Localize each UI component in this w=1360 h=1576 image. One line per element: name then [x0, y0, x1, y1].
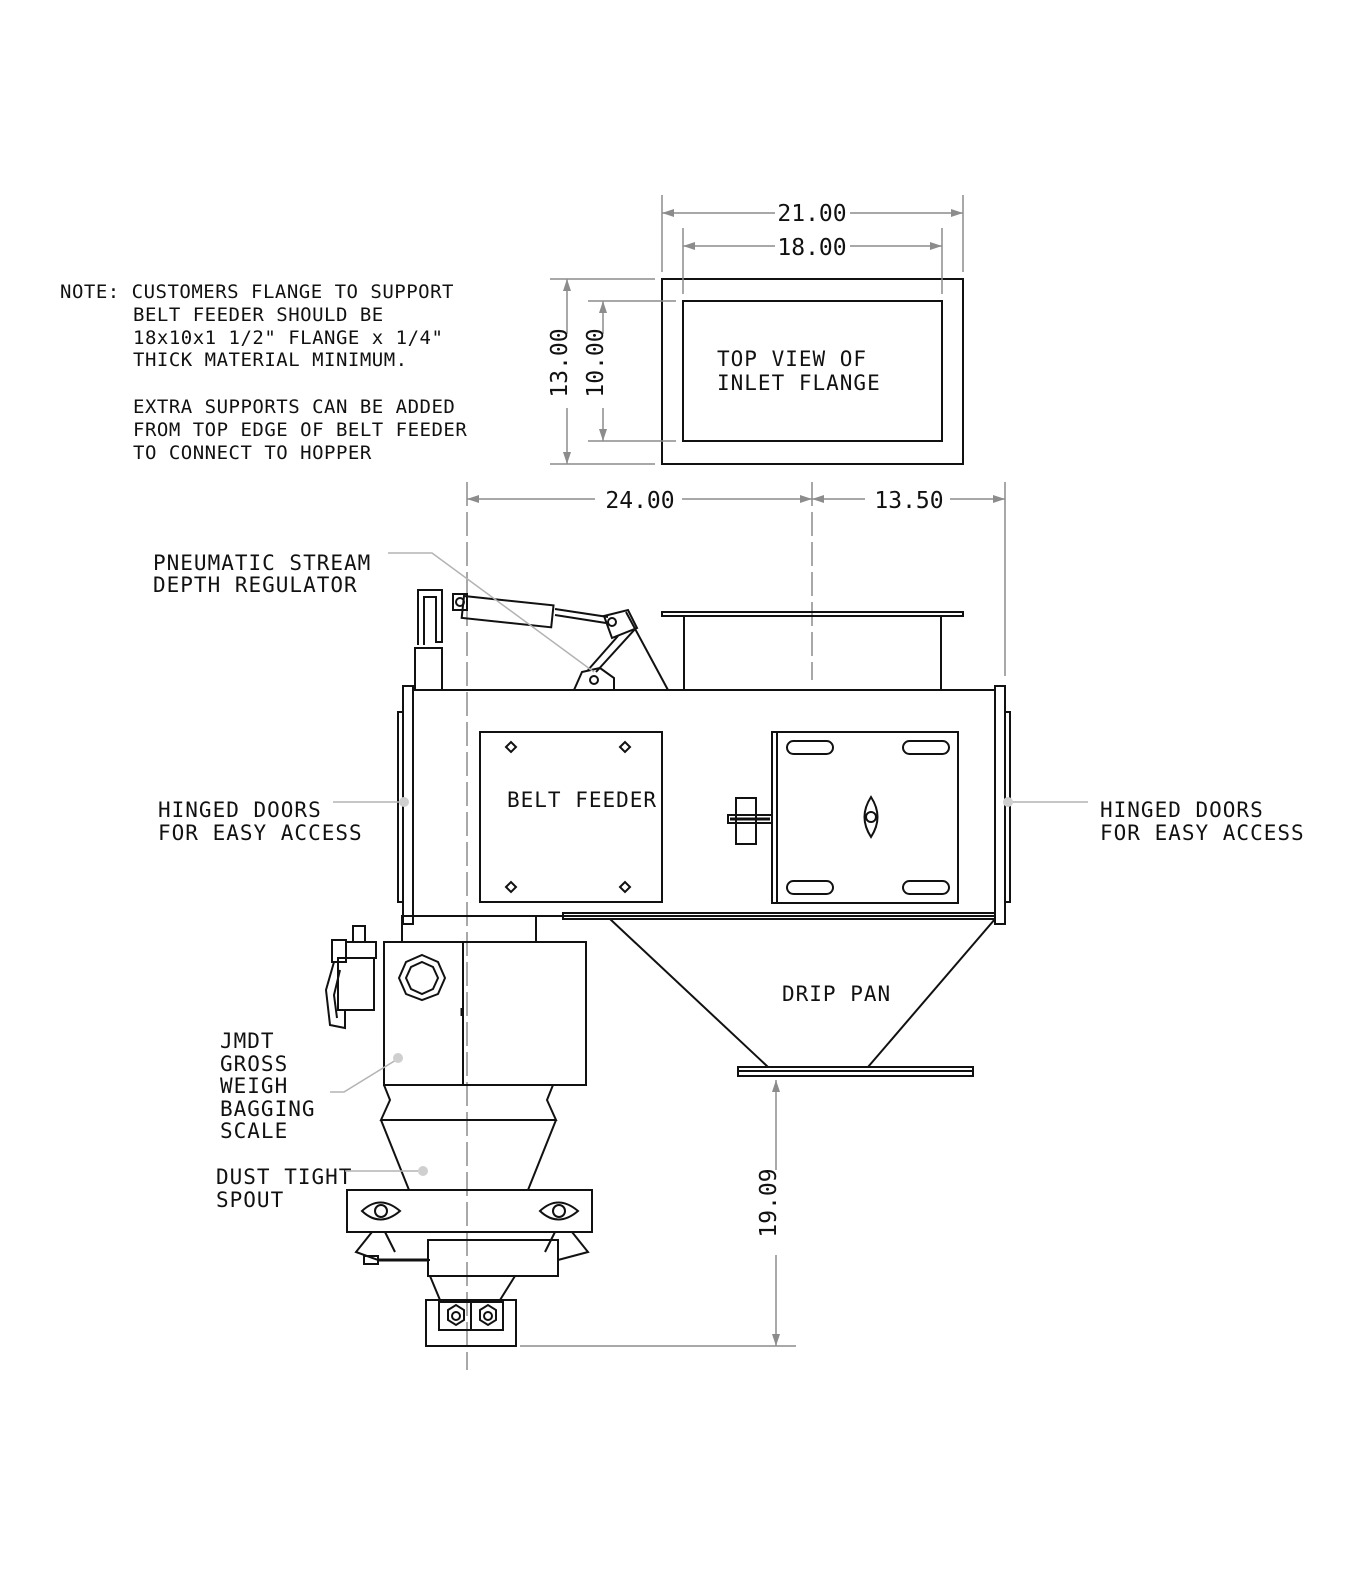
drip-pan: DRIP PAN [609, 918, 996, 1077]
scale-label-4: BAGGING [220, 1097, 316, 1121]
dim-outer-width: 21.00 [777, 201, 846, 227]
note-block: NOTE: CUSTOMERS FLANGE TO SUPPORT BELT F… [60, 281, 467, 464]
note-line-7: TO CONNECT TO HOPPER [133, 442, 372, 464]
scale-housing [383, 941, 587, 1086]
top-view-flange: TOP VIEW OF INLET FLANGE 21.00 18.00 13.… [547, 195, 964, 465]
width-dimensions: 24.00 13.50 [466, 482, 1006, 1370]
inlet-chute [661, 611, 964, 690]
spout [346, 1189, 593, 1347]
hinged-left-label-2: FOR EASY ACCESS [158, 821, 363, 845]
bagging-scale [324, 915, 587, 1191]
pneumatic-regulator [414, 589, 669, 691]
hinged-right-label-2: FOR EASY ACCESS [1100, 821, 1305, 845]
left-access-panel [479, 731, 663, 903]
note-line-5: EXTRA SUPPORTS CAN BE ADDED [133, 396, 455, 418]
flange-inner-rect [682, 300, 943, 442]
hinged-left-label-1: HINGED DOORS [158, 798, 322, 822]
note-line-2: BELT FEEDER SHOULD BE [133, 304, 384, 326]
hinged-right-label-1: HINGED DOORS [1100, 798, 1264, 822]
spout-actuator [427, 1239, 559, 1277]
note-line-3: 18x10x1 1/2" FLANGE x 1/4" [133, 327, 443, 349]
regulator-label-2: DEPTH REGULATOR [153, 573, 358, 597]
note-line-1: NOTE: CUSTOMERS FLANGE TO SUPPORT [60, 281, 454, 303]
spout-label-1: DUST TIGHT [216, 1165, 352, 1189]
top-view-label-1: TOP VIEW OF [717, 347, 867, 371]
scale-label-5: SCALE [220, 1119, 288, 1143]
belt-feeder-label: BELT FEEDER [507, 788, 657, 812]
regulator-label-1: PNEUMATIC STREAM [153, 551, 371, 575]
note-line-6: FROM TOP EDGE OF BELT FEEDER [133, 419, 467, 441]
spout-label-2: SPOUT [216, 1188, 284, 1212]
belt-feeder: BELT FEEDER [397, 685, 1011, 925]
dim-left-width: 24.00 [605, 488, 674, 514]
dim-inner-width: 18.00 [777, 235, 846, 261]
height-dimension: 19.09 [520, 1080, 796, 1347]
dim-inner-height: 10.00 [583, 328, 609, 397]
scale-label-2: GROSS [220, 1052, 288, 1076]
dim-outer-height: 13.00 [547, 328, 573, 397]
drip-pan-label: DRIP PAN [782, 982, 891, 1006]
note-line-4: THICK MATERIAL MINIMUM. [133, 349, 408, 371]
dim-right-width: 13.50 [874, 488, 943, 514]
top-view-label-2: INLET FLANGE [717, 371, 881, 395]
callouts: PNEUMATIC STREAM DEPTH REGULATOR HINGED … [153, 551, 1305, 1212]
flange-outer-rect [661, 278, 964, 465]
scale-label-1: JMDT [220, 1029, 275, 1053]
dim-discharge-height: 19.09 [756, 1168, 782, 1237]
scale-label-3: WEIGH [220, 1074, 288, 1098]
right-access-panel [771, 731, 959, 904]
